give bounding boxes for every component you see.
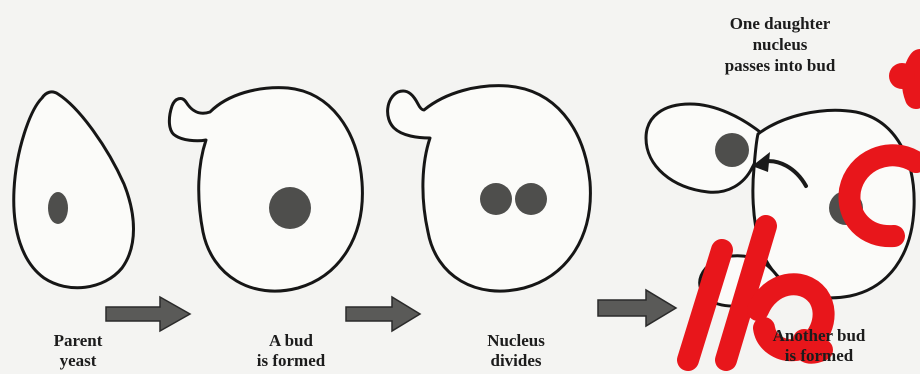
annotation-line-1: One daughter <box>700 13 860 34</box>
budding-cell-nucleus <box>269 187 311 229</box>
stage-label-another-bud-line-1: Another bud <box>754 326 884 346</box>
watermark-dot <box>889 63 915 89</box>
stage-label-bud-formed-line-1: A bud <box>236 331 346 351</box>
stage-label-parent-line-1: Parent <box>30 331 126 351</box>
annotation-daughter-nucleus: One daughter nucleus passes into bud <box>700 13 860 76</box>
stage-label-bud-formed: A bud is formed <box>236 331 346 371</box>
dividing-cell <box>388 86 591 291</box>
stage-label-nucleus-divides-line-1: Nucleus <box>468 331 564 351</box>
progress-arrow-1 <box>106 297 190 331</box>
parent-yeast-cell <box>14 92 134 288</box>
stage-label-another-bud-line-2: is formed <box>754 346 884 366</box>
bud-nucleus <box>715 133 749 167</box>
budding-cell <box>169 88 362 291</box>
parent-cell-outline <box>14 92 134 288</box>
stage-label-parent-line-2: yeast <box>30 351 126 371</box>
stage-label-bud-formed-line-2: is formed <box>236 351 346 371</box>
daughter-nucleus-right <box>515 183 547 215</box>
stage-label-parent: Parent yeast <box>30 331 126 371</box>
parent-nucleus <box>48 192 68 224</box>
progress-arrow-2 <box>346 297 420 331</box>
stage-label-another-bud: Another bud is formed <box>754 326 884 366</box>
annotation-line-3: passes into bud <box>700 55 860 76</box>
annotation-line-2: nucleus <box>700 34 860 55</box>
budding-cell-outline <box>169 88 362 291</box>
stage-label-nucleus-divides-line-2: divides <box>468 351 564 371</box>
stage-label-nucleus-divides: Nucleus divides <box>468 331 564 371</box>
daughter-nucleus-left <box>480 183 512 215</box>
progress-arrow-3 <box>598 290 676 326</box>
